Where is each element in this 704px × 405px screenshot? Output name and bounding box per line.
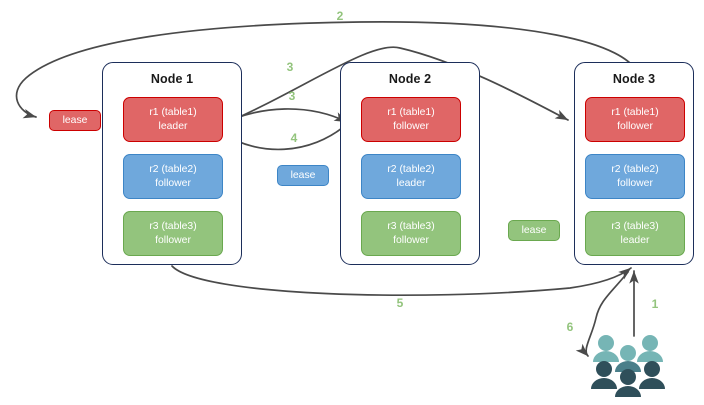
edge-label-3a: 3 — [286, 60, 294, 74]
replica-role: follower — [617, 177, 653, 189]
node-box-node3[interactable]: Node 3 r1 (table1) follower r2 (table2) … — [574, 62, 694, 265]
replica-name: r2 (table2) — [149, 164, 197, 176]
replica-name: r2 (table2) — [611, 164, 659, 176]
node-title: Node 2 — [388, 72, 432, 86]
replica-role: leader — [158, 120, 188, 132]
replica-node2-r3[interactable]: r3 (table3) follower — [361, 211, 461, 256]
replica-role: follower — [155, 177, 191, 189]
replica-role: follower — [155, 234, 191, 246]
replica-node1-r2[interactable]: r2 (table2) follower — [123, 154, 223, 199]
replica-name: r3 (table3) — [387, 221, 435, 233]
node-title: Node 1 — [150, 72, 194, 86]
replica-node1-r1[interactable]: r1 (table1) leader — [123, 97, 223, 142]
replica-role: follower — [617, 120, 653, 132]
node-box-node1[interactable]: Node 1 r1 (table1) leader r2 (table2) fo… — [102, 62, 242, 265]
replica-role: follower — [393, 234, 429, 246]
replica-node1-r3[interactable]: r3 (table3) follower — [123, 211, 223, 256]
replica-name: r1 (table1) — [387, 107, 435, 119]
node-box-node2[interactable]: Node 2 r1 (table1) follower r2 (table2) … — [340, 62, 480, 265]
edge-label-3b: 3 — [288, 89, 296, 103]
replica-name: r3 (table3) — [611, 221, 659, 233]
replica-role: leader — [620, 234, 650, 246]
lease-badge-green[interactable]: lease — [508, 220, 560, 241]
replica-role: follower — [393, 120, 429, 132]
edge-label-5: 5 — [396, 296, 404, 310]
replica-name: r3 (table3) — [149, 221, 197, 233]
replica-role: leader — [396, 177, 426, 189]
replica-name: r1 (table1) — [611, 107, 659, 119]
replica-name: r2 (table2) — [387, 164, 435, 176]
users-group-icon — [591, 335, 665, 397]
replica-node3-r1[interactable]: r1 (table1) follower — [585, 97, 685, 142]
replica-node3-r2[interactable]: r2 (table2) follower — [585, 154, 685, 199]
replica-node2-r2[interactable]: r2 (table2) leader — [361, 154, 461, 199]
edge-label-1: 1 — [651, 297, 659, 311]
edge-5-path — [171, 265, 632, 297]
replica-name: r1 (table1) — [149, 107, 197, 119]
lease-badge-blue[interactable]: lease — [277, 165, 329, 186]
node-title: Node 3 — [612, 72, 656, 86]
edge-label-6: 6 — [566, 320, 574, 334]
replica-node2-r1[interactable]: r1 (table1) follower — [361, 97, 461, 142]
edge-label-4: 4 — [290, 131, 298, 145]
edge-label-2: 2 — [336, 9, 344, 23]
lease-badge-red[interactable]: lease — [49, 110, 101, 131]
replica-node3-r3[interactable]: r3 (table3) leader — [585, 211, 685, 256]
